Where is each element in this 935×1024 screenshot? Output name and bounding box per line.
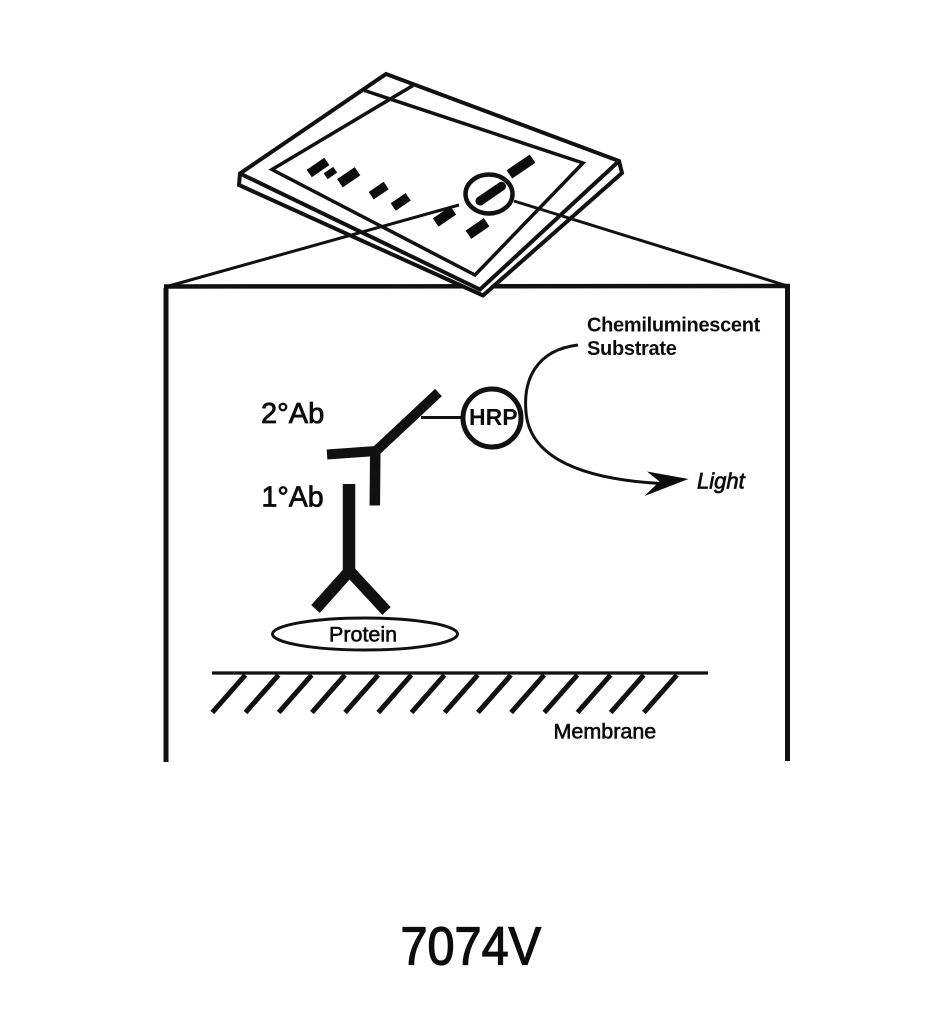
svg-text:HRP: HRP	[469, 404, 518, 430]
svg-text:Membrane: Membrane	[554, 720, 657, 744]
svg-text:7074V: 7074V	[401, 915, 542, 976]
svg-text:Substrate: Substrate	[587, 338, 677, 360]
svg-text:1°Ab: 1°Ab	[262, 482, 324, 514]
svg-text:Light: Light	[697, 469, 746, 494]
svg-text:Chemiluminescent: Chemiluminescent	[587, 315, 761, 337]
svg-text:2°Ab: 2°Ab	[261, 398, 324, 430]
svg-text:Protein: Protein	[329, 623, 397, 647]
